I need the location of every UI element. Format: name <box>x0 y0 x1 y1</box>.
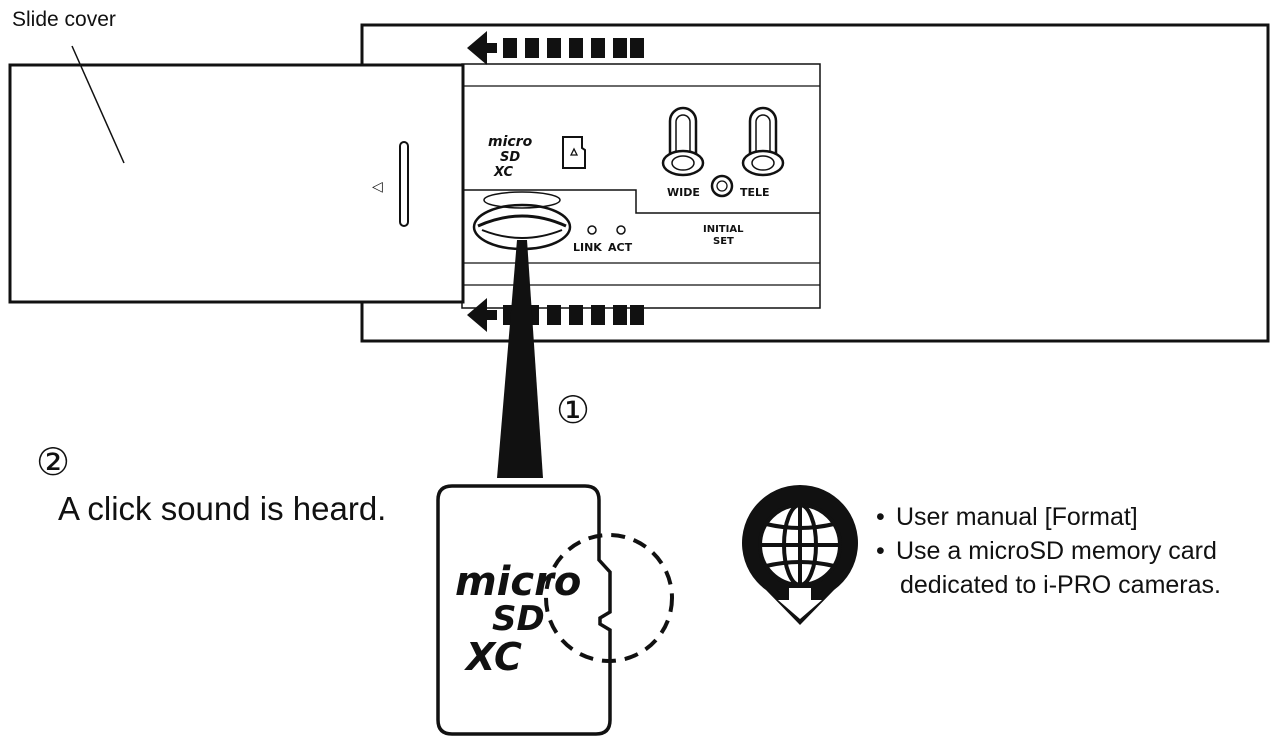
globe-download-icon <box>742 485 859 625</box>
slide-cover: ◁ <box>8 63 465 304</box>
svg-text:micro: micro <box>455 559 581 605</box>
tele-label: TELE <box>740 186 770 199</box>
click-sound-caption: A click sound is heard. <box>58 490 387 527</box>
sd-card-small-icon <box>562 136 586 169</box>
note-card-text: Use a microSD memory card <box>896 537 1217 565</box>
svg-text:SD: SD <box>492 599 545 639</box>
note-card-continued: dedicated to i-PRO cameras. <box>900 571 1221 599</box>
link-label: LINK <box>573 241 602 254</box>
dashed-circle-icon <box>544 533 674 663</box>
note-card: Use a microSD memory card <box>874 534 1221 568</box>
note-format: User manual [Format] <box>874 500 1221 534</box>
wide-label: WIDE <box>667 186 700 199</box>
set-label: SET <box>713 236 734 247</box>
zoom-switches: WIDE TELE INITIAL SET <box>661 106 785 247</box>
step-1-marker: ① <box>556 388 591 432</box>
act-label: ACT <box>608 241 633 254</box>
card-slot <box>472 191 572 251</box>
step-2-marker: ② <box>36 440 71 484</box>
initial-label: INITIAL <box>703 224 744 235</box>
svg-text:XC: XC <box>493 165 514 180</box>
slide-cover-label: Slide cover <box>12 8 116 31</box>
microsd-card: micro SD XC <box>436 484 674 736</box>
panel-microsd-logo: micro SD XC <box>488 134 533 180</box>
insertion-wedge <box>497 240 543 478</box>
svg-text:SD: SD <box>500 150 520 165</box>
card-microsd-logo: micro SD XC <box>455 559 581 679</box>
cover-arrow-mark: ◁ <box>372 179 383 195</box>
notes-list: User manual [Format] Use a microSD memor… <box>874 500 1221 602</box>
svg-text:micro: micro <box>488 134 533 150</box>
arrow-left-icon <box>467 31 644 65</box>
svg-text:XC: XC <box>464 635 522 679</box>
led-indicators: LINK ACT <box>573 225 633 254</box>
note-format-text: User manual [Format] <box>896 503 1138 531</box>
slide-cover-leader <box>71 45 125 164</box>
